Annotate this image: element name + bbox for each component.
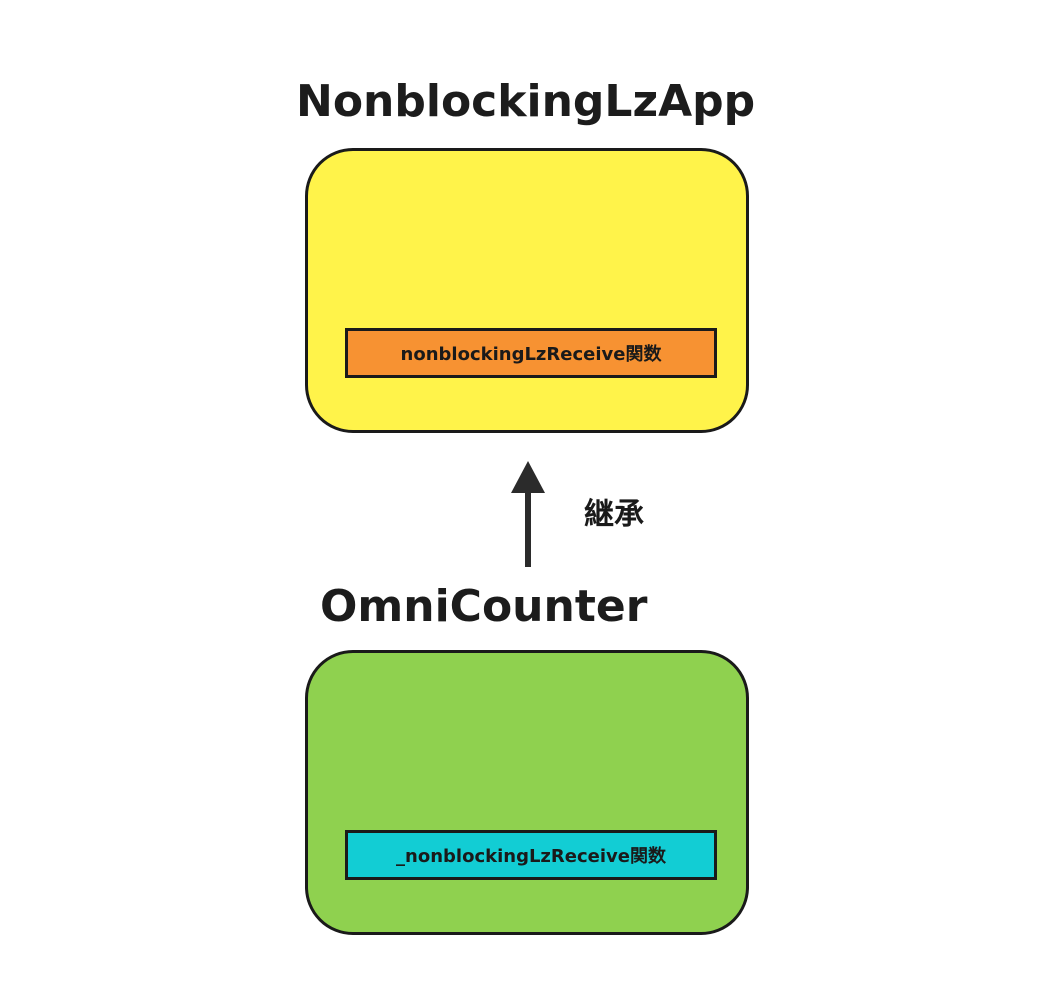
parent-class-title: NonblockingLzApp: [296, 76, 756, 127]
parent-method-box: nonblockingLzReceive関数: [345, 328, 717, 378]
arrow-head: [511, 461, 545, 493]
child-method-box: _nonblockingLzReceive関数: [345, 830, 717, 880]
child-class-title: OmniCounter: [320, 581, 648, 632]
parent-method-label: nonblockingLzReceive関数: [400, 344, 662, 365]
inheritance-arrow-icon: [511, 461, 545, 567]
inheritance-label: 継承: [584, 497, 644, 532]
parent-class-box: nonblockingLzReceive関数: [305, 148, 749, 433]
child-class-box: _nonblockingLzReceive関数: [305, 650, 749, 935]
child-method-label: _nonblockingLzReceive関数: [396, 846, 666, 867]
